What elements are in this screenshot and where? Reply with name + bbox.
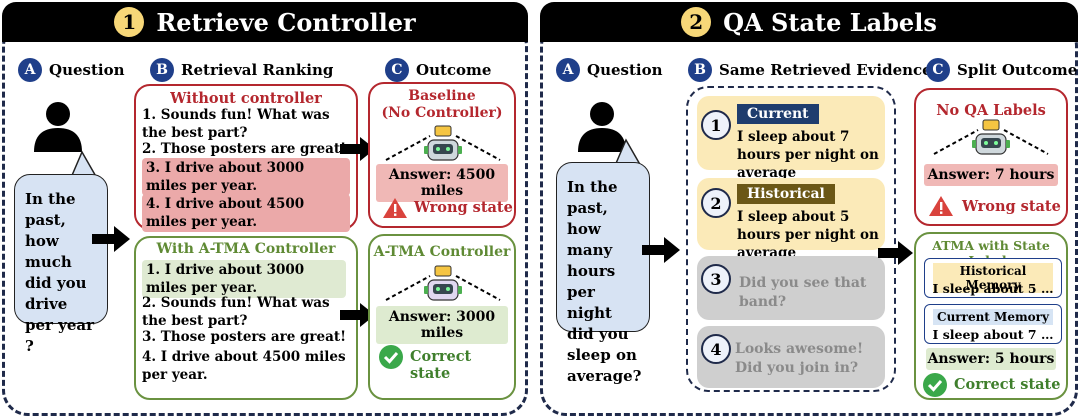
- without-controller-title: Without controller: [170, 90, 322, 107]
- panel2-title: QA State Labels: [723, 7, 937, 37]
- arrow-right-icon: [878, 241, 913, 265]
- evidence-3-number: 3: [701, 264, 731, 294]
- warning-icon: [929, 196, 953, 216]
- current-memory-text: I sleep about 7 …: [932, 327, 1054, 342]
- historical-tag: Historical: [737, 184, 835, 204]
- atma-answer: Answer: 3000 miles: [376, 306, 508, 344]
- with-item-4: 4. I drive about 4500 miles per year.: [142, 349, 346, 384]
- atma-state: Correct state: [410, 348, 472, 382]
- with-labels-answer: Answer: 5 hours: [926, 348, 1056, 370]
- panel2-step-a: A Question: [556, 58, 663, 82]
- panel1-step-a: A Question: [18, 58, 125, 82]
- panel2-step-b: B Same Retrieved Evidence: [688, 58, 932, 82]
- robot-icon: [933, 119, 1049, 155]
- step-a-badge: A: [556, 58, 580, 82]
- evidence-1: 1 Current I sleep about 7 hours per nigh…: [697, 96, 885, 181]
- arrow-right-icon: [92, 226, 130, 252]
- step-b-label: Same Retrieved Evidence: [719, 61, 932, 79]
- user-icon: [578, 102, 626, 152]
- arrow-right-icon: [340, 137, 375, 161]
- evidence-4: 4 Looks awesome! Did you join in?: [697, 326, 885, 388]
- evidence-3: 3 Did you see that band?: [697, 256, 885, 320]
- panel1-step-b: B Retrieval Ranking: [150, 58, 333, 82]
- evidence-2-number: 2: [701, 188, 731, 218]
- evidence-3-text: Did you see that band?: [739, 275, 867, 310]
- without-item-3: 3. I drive about 3000 miles per year.: [142, 158, 350, 197]
- with-item-2: 2. Sounds fun! What was the best part?: [142, 295, 330, 330]
- baseline-answer: Answer: 4500 miles: [376, 164, 508, 202]
- panel2-step-c: C Split Outcome: [926, 58, 1077, 82]
- step-b-badge: B: [688, 58, 712, 82]
- evidence-container: [686, 86, 896, 392]
- atma-title: A-TMA Controller: [373, 244, 511, 260]
- with-labels-state: Correct state: [954, 376, 1061, 393]
- evidence-1-text: I sleep about 7 hours per night on avera…: [737, 129, 879, 182]
- without-item-4: 4. I drive about 4500 miles per year.: [142, 194, 350, 233]
- panel1-title: Retrieve Controller: [156, 7, 416, 37]
- arrow-right-icon: [642, 237, 680, 263]
- baseline-state: Wrong state: [414, 199, 513, 216]
- step-c-label: Outcome: [416, 61, 492, 79]
- panel1-number: 1: [114, 7, 145, 37]
- atma-state-labels-card: ATMA with State Labels Historical Memory…: [914, 232, 1068, 400]
- historical-memory-text: I sleep about 5 …: [932, 281, 1054, 296]
- with-controller-title: With A-TMA Controller: [156, 241, 336, 257]
- panel2-header: 2 QA State Labels: [540, 2, 1078, 42]
- evidence-4-number: 4: [701, 334, 731, 364]
- with-controller-card: With A-TMA Controller 1. I drive about 3…: [134, 236, 358, 400]
- panel1-step-c: C Outcome: [385, 58, 491, 82]
- evidence-2-text: I sleep about 5 hours per night on avera…: [737, 209, 879, 262]
- historical-memory-label: Historical Memory: [933, 263, 1053, 293]
- no-labels-answer: Answer: 7 hours: [924, 164, 1058, 186]
- step-c-badge: C: [926, 58, 950, 82]
- without-item-1: 1. Sounds fun! What was the best part?: [142, 107, 330, 142]
- no-labels-state: Wrong state: [962, 198, 1061, 215]
- user-icon: [34, 102, 82, 152]
- no-labels-title: No QA Labels: [936, 102, 1046, 119]
- step-a-label: Question: [49, 61, 125, 79]
- no-qa-labels-card: No QA Labels Answer: 7 hours Wrong state: [914, 88, 1068, 226]
- baseline-outcome-card: Baseline (No Controller) Answer: 4500 mi…: [368, 82, 516, 228]
- evidence-1-number: 1: [701, 110, 731, 140]
- robot-icon: [385, 265, 501, 301]
- panel1-header: 1 Retrieve Controller: [2, 2, 528, 42]
- panel2-number: 2: [681, 7, 712, 37]
- current-memory-box: Current Memory I sleep about 7 …: [924, 304, 1062, 344]
- step-c-label: Split Outcome: [957, 61, 1078, 79]
- step-b-badge: B: [150, 58, 174, 82]
- evidence-4-text: Looks awesome! Did you join in?: [735, 341, 864, 376]
- step-a-badge: A: [18, 58, 42, 82]
- question-bubble: In the past, how many hours per night di…: [556, 162, 650, 385]
- warning-icon: [383, 198, 407, 218]
- robot-icon: [385, 125, 501, 161]
- check-circle-icon: [923, 373, 947, 397]
- step-b-label: Retrieval Ranking: [181, 61, 334, 79]
- arrow-right-icon: [340, 303, 375, 327]
- question-bubble: In the past, how much did you drive per …: [14, 174, 108, 355]
- without-controller-card: Without controller 1. Sounds fun! What w…: [134, 84, 358, 233]
- baseline-title-2: (No Controller): [381, 105, 503, 121]
- evidence-2: 2 Historical I sleep about 5 hours per n…: [697, 178, 885, 261]
- without-item-2: 2. Those posters are great!: [142, 141, 347, 157]
- atma-outcome-card: A-TMA Controller Answer: 3000 miles Corr…: [368, 234, 516, 400]
- with-item-3: 3. Those posters are great!: [142, 329, 347, 345]
- current-tag: Current: [737, 104, 819, 124]
- step-a-label: Question: [587, 61, 663, 79]
- step-c-badge: C: [385, 58, 409, 82]
- with-item-1: 1. I drive about 3000 miles per year.: [142, 260, 346, 299]
- check-circle-icon: [379, 345, 403, 369]
- historical-memory-box: Historical Memory I sleep about 5 …: [924, 258, 1062, 298]
- baseline-title-1: Baseline: [408, 88, 476, 104]
- current-memory-label: Current Memory: [933, 309, 1053, 325]
